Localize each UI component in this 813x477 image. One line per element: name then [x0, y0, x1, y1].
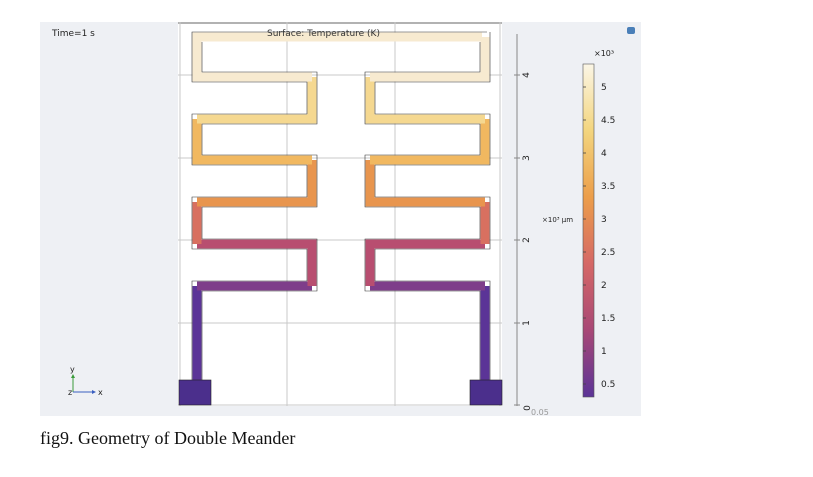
axes-triad: y z x — [68, 365, 103, 397]
y-tick-2: 2 — [522, 237, 532, 243]
colorbar-tick: 4.5 — [601, 116, 615, 126]
left-meander-outline — [191, 31, 487, 382]
y-tick-1: 1 — [522, 320, 532, 326]
colorbar-tick: 3 — [601, 215, 607, 225]
y-tick-extra: 0.05 — [531, 408, 549, 416]
y-tick-0: 0 — [523, 405, 533, 411]
triad-y-label: y — [70, 365, 75, 374]
left-meander — [192, 32, 482, 382]
plot-area — [178, 22, 502, 406]
plot-window: 0 1 2 3 4 0.05 ×10³ µm ×10³ 5 4.5 4 3.5 … — [40, 22, 641, 416]
right-contact-pad — [469, 379, 503, 406]
colorbar-exponent: ×10³ — [594, 49, 614, 58]
right-meander-outline — [364, 32, 491, 382]
y-axis-ticks — [514, 74, 520, 406]
triad-x-label: x — [98, 388, 103, 397]
colorbar-tick: 1 — [601, 347, 607, 357]
colorbar-tick: 2.5 — [601, 248, 615, 258]
plot-canvas: 0 1 2 3 4 0.05 ×10³ µm ×10³ 5 4.5 4 3.5 … — [68, 22, 615, 416]
triad-z-label: z — [68, 388, 72, 397]
right-meander — [365, 37, 490, 382]
y-tick-4: 4 — [522, 72, 532, 78]
colorbar-tick: 4 — [601, 149, 607, 159]
colorbar-ticks — [583, 86, 586, 385]
camera-icon[interactable] — [627, 27, 635, 34]
colorbar-tick: 1.5 — [601, 314, 615, 324]
colorbar-tick: 0.5 — [601, 380, 615, 390]
time-label: Time=1 s — [52, 29, 95, 39]
colorbar-tick: 3.5 — [601, 182, 615, 192]
colorbar — [582, 63, 595, 398]
plot-title: Surface: Temperature (K) — [267, 29, 380, 39]
y-axis-unit: ×10³ µm — [542, 216, 573, 224]
left-contact-pad — [178, 379, 212, 406]
figure-caption: fig9. Geometry of Double Meander — [40, 428, 296, 448]
colorbar-tick: 5 — [601, 83, 607, 93]
colorbar-tick: 2 — [601, 281, 607, 291]
y-tick-3: 3 — [522, 155, 532, 161]
